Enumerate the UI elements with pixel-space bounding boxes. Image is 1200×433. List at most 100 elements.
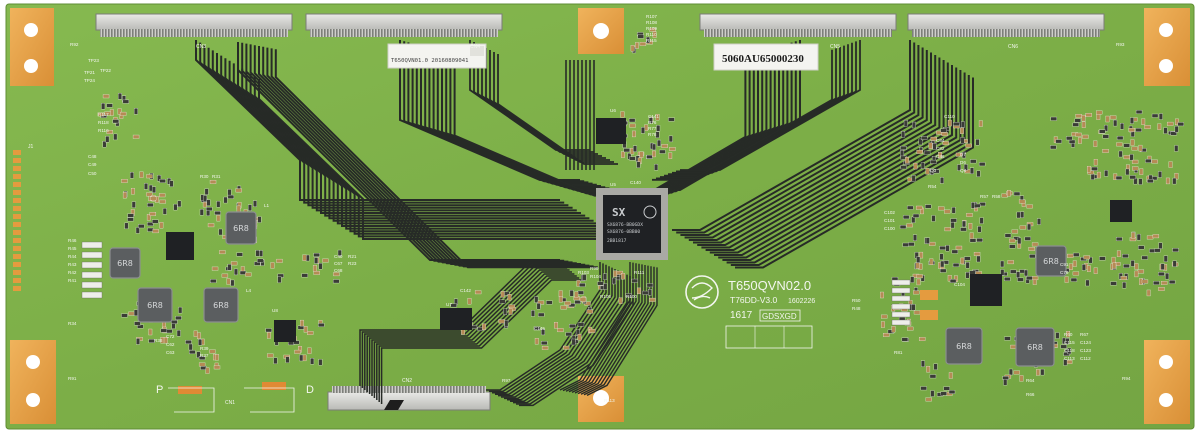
smd-part <box>303 326 308 333</box>
connector-cn3[interactable] <box>95 13 293 31</box>
smd-part <box>159 179 166 183</box>
smd-part <box>973 252 981 256</box>
smd-part <box>953 122 960 126</box>
smd-part <box>969 238 977 243</box>
pcb-trace <box>495 266 610 395</box>
mounting-pad-top-left <box>10 8 54 86</box>
smd-part <box>1081 264 1086 271</box>
component-designator: C124 <box>1080 340 1091 345</box>
pcb-trace <box>586 267 658 397</box>
component-designator: TP21 <box>84 70 95 75</box>
smd-part <box>1085 113 1092 117</box>
component-designator: R44 <box>68 254 77 259</box>
smd-part <box>234 268 238 276</box>
component-designator: C112 <box>1080 356 1091 361</box>
label-cn6: CN6 <box>1008 44 1018 50</box>
edge-pad <box>13 158 21 163</box>
pcb-trace <box>559 262 631 391</box>
connector-cn6[interactable] <box>907 13 1105 31</box>
smd-part <box>1161 281 1168 285</box>
component-designator: C113 <box>1064 356 1075 361</box>
smd-part <box>104 111 111 116</box>
smd-part <box>920 162 925 169</box>
smd-part <box>177 200 182 208</box>
component-designator: R118 <box>98 120 109 125</box>
smd-part <box>118 93 122 100</box>
connector-cn2[interactable] <box>327 391 491 411</box>
smd-part <box>297 325 305 330</box>
smd-part <box>122 99 130 104</box>
smd-part <box>629 156 636 161</box>
resistor-array <box>81 281 103 289</box>
smd-part <box>1130 260 1135 267</box>
pcb-trace <box>705 60 945 251</box>
component-designator: C100 <box>884 226 895 231</box>
chip-u7 <box>440 308 472 330</box>
smd-part <box>648 117 653 124</box>
component-designator: C102 <box>884 210 895 215</box>
label-j1: J1 <box>28 144 34 150</box>
smd-part <box>333 272 340 277</box>
smd-part <box>106 130 113 134</box>
smd-part <box>952 263 960 268</box>
smd-part <box>1145 158 1152 163</box>
smd-part <box>1081 121 1086 128</box>
smd-part <box>536 303 541 310</box>
smd-part <box>633 145 637 152</box>
component-designator: C50 <box>88 171 97 176</box>
smd-part <box>901 131 906 138</box>
pcb-trace <box>652 49 833 181</box>
pcb-trace <box>371 271 572 396</box>
resistor-array <box>891 303 911 310</box>
smd-part <box>1040 368 1045 376</box>
smd-part <box>1081 114 1086 122</box>
smd-part <box>925 204 932 209</box>
smd-part <box>652 150 656 158</box>
smd-part <box>534 338 539 345</box>
smd-part <box>122 191 127 199</box>
component-designator: R43 <box>68 262 77 267</box>
pcb-trace <box>718 67 958 259</box>
smd-part <box>198 339 203 346</box>
smd-part <box>257 216 262 223</box>
smd-part <box>1019 225 1027 230</box>
smd-part <box>152 229 159 234</box>
smd-part <box>1013 370 1020 375</box>
smd-part <box>623 148 630 153</box>
smd-part <box>160 328 167 333</box>
smd-part <box>902 242 909 247</box>
pcb-trace <box>498 267 613 397</box>
smd-part <box>565 332 572 337</box>
smd-part <box>642 290 649 295</box>
component-designator: R34 <box>68 321 77 326</box>
smd-part <box>1050 145 1057 150</box>
smd-part <box>1074 118 1081 123</box>
smd-part <box>970 167 974 174</box>
pcb-trace <box>697 55 937 246</box>
smd-part <box>307 347 312 354</box>
smd-part <box>307 331 314 335</box>
smd-part <box>133 309 138 317</box>
smd-part <box>655 114 660 121</box>
smd-part <box>1123 155 1130 160</box>
component-designator: R111 <box>634 270 645 275</box>
smd-part <box>504 319 509 327</box>
smd-part <box>1063 359 1068 366</box>
smd-part <box>277 276 282 283</box>
smd-part <box>146 174 153 179</box>
smd-part <box>968 223 973 230</box>
smd-part <box>1135 128 1142 132</box>
smd-part <box>1144 125 1151 129</box>
smd-part <box>1093 140 1098 147</box>
smd-part <box>248 204 252 211</box>
smd-part <box>554 322 558 329</box>
connector-cn4[interactable] <box>305 13 503 31</box>
smd-part <box>537 300 545 305</box>
smd-part <box>646 36 650 44</box>
chip-right-small <box>1110 200 1132 222</box>
connector-cn5[interactable] <box>699 13 897 31</box>
smd-part <box>1096 171 1101 179</box>
smd-part <box>970 159 977 164</box>
smd-part <box>270 262 275 269</box>
